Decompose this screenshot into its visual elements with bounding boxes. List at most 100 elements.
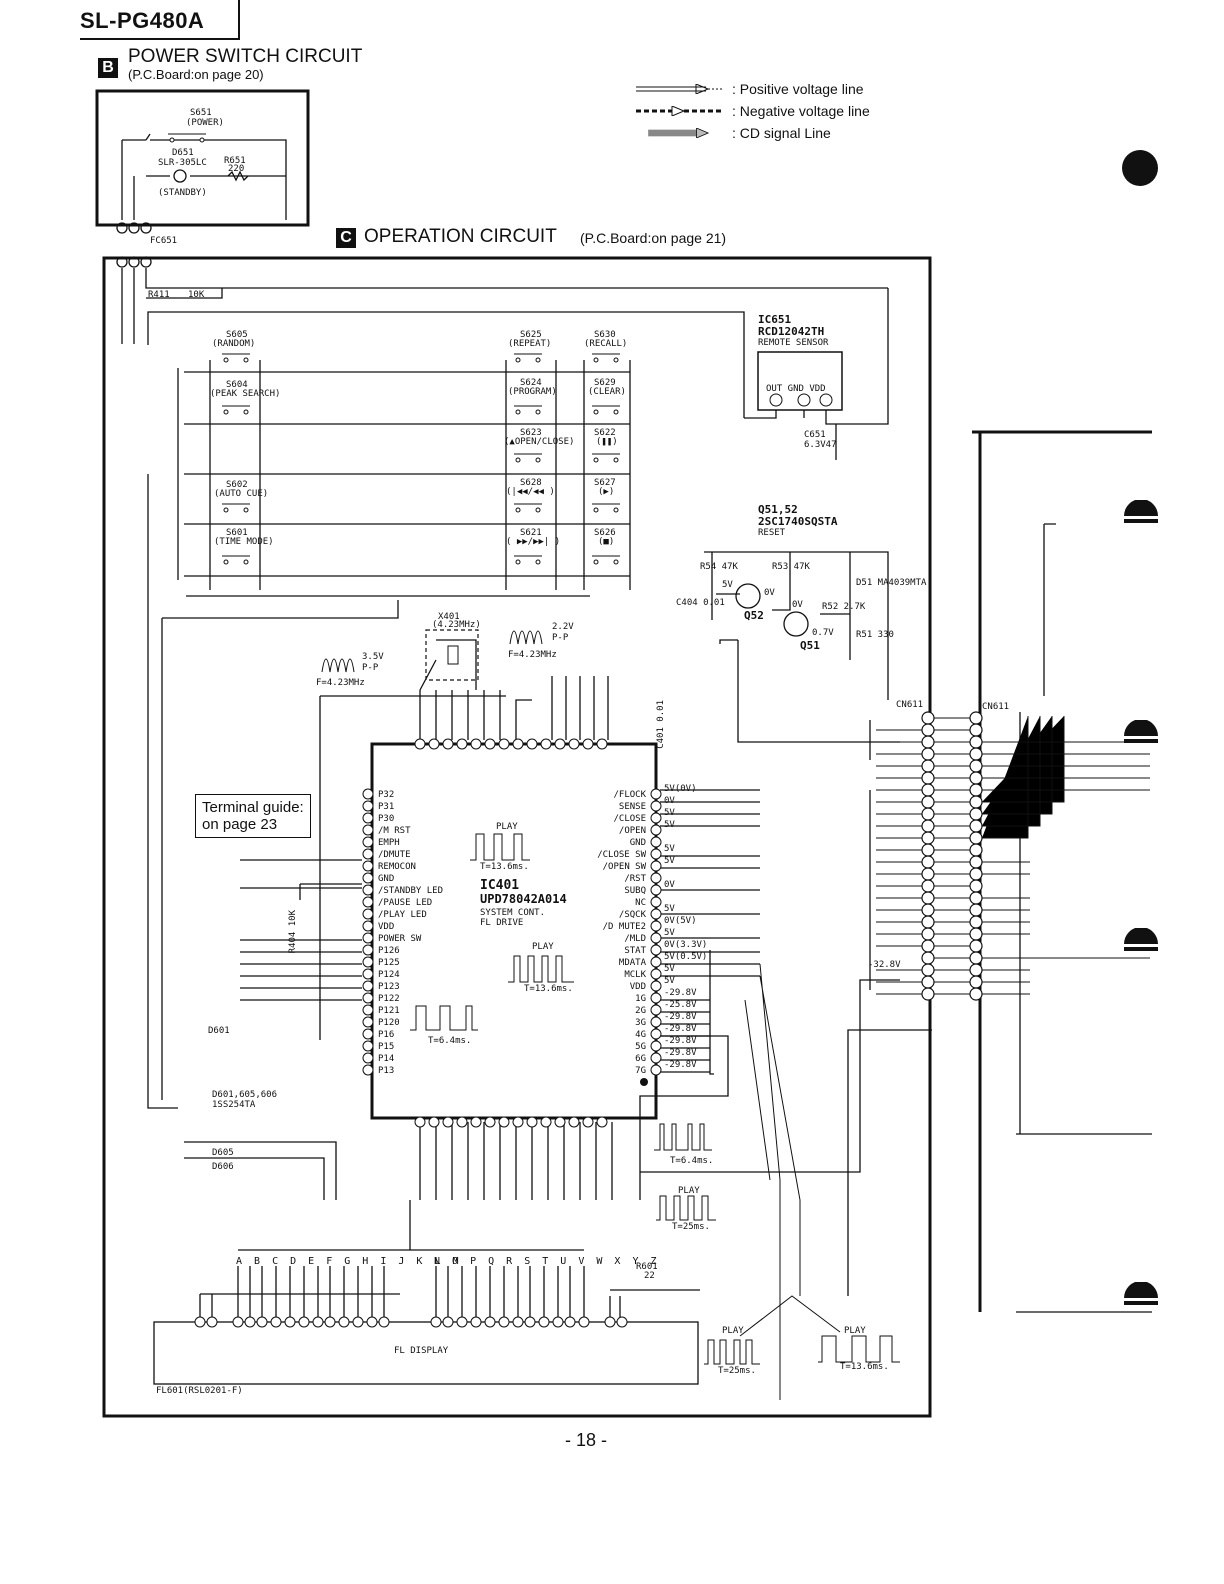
ic401-desc1: SYSTEM CONT. <box>480 908 546 918</box>
ic401-pin-voltage: 5V <box>664 856 675 866</box>
cd-line-sample <box>648 128 710 138</box>
legend-negative-label: : Negative voltage line <box>732 103 870 119</box>
voltage-label: 5V <box>722 580 733 590</box>
ic401-left-pin-label: P124 <box>378 970 400 980</box>
q51-label: Q51 <box>800 639 820 652</box>
ic401-right-pin-label: NC <box>635 898 646 908</box>
x401-wave-right: 2.2V P-P <box>552 622 574 643</box>
c651-value: 6.3V47 <box>804 440 837 450</box>
ic401-right-pin-label: /SQCK <box>618 910 646 920</box>
ic401-right-pin-label: /CLOSE <box>613 814 646 824</box>
fl-letters-right: N O P Q R S T U V W X Y Z <box>434 1256 660 1267</box>
play-label: PLAY <box>678 1186 700 1196</box>
ic401-pin-voltage: -25.8V <box>664 1000 697 1010</box>
ic401-pin-voltage: 5V(0V) <box>664 784 697 794</box>
ic401-right-pin-label: MCLK <box>624 970 646 980</box>
r411-value: 10K <box>188 290 205 300</box>
x401-ref: X401 <box>438 612 460 622</box>
period-label: T=25ms. <box>718 1366 756 1376</box>
voltage-label: 0V <box>792 600 803 610</box>
ic401-pin-voltage: 5V <box>664 904 675 914</box>
r651-ref: R651 <box>224 156 246 166</box>
ic401-left-pin-label: POWER SW <box>378 934 422 944</box>
x401-freq-right: F=4.23MHz <box>508 650 557 660</box>
q51-ref: Q51,52 <box>758 503 798 516</box>
play-label: PLAY <box>722 1326 744 1336</box>
switch-ref: S605 <box>226 330 248 340</box>
ic401-right-pin-label: /OPEN <box>618 826 646 836</box>
ic401-pin-voltage: 0V <box>664 880 675 890</box>
switch-name: (RECALL) <box>584 339 628 349</box>
ic401-left-pin-label: /DMUTE <box>378 850 411 860</box>
switch-name: ( ▶▶/▶▶| ) <box>506 537 561 547</box>
period-label: T=25ms. <box>672 1222 710 1232</box>
ic401-right-pin-label: 3G <box>635 1018 646 1028</box>
ic401-right-pin-label: 5G <box>635 1042 646 1052</box>
switch-ref: S623 <box>520 428 542 438</box>
terminal-guide-line2: on page 23 <box>202 816 278 833</box>
ic401-left-pin-label: P32 <box>378 790 395 800</box>
switch-ref: S621 <box>520 528 542 538</box>
fl601-part: FL601(RSL0201-F) <box>156 1386 243 1396</box>
terminal-guide-line1: Terminal guide: <box>202 799 304 816</box>
ic401-left-pin-label: P123 <box>378 982 400 992</box>
switch-name: (AUTO CUE) <box>214 489 269 499</box>
r651-value: 220 <box>228 164 245 174</box>
ic401-left-pin-label: P121 <box>378 1006 400 1016</box>
fc651-label: FC651 <box>150 236 178 246</box>
ic401-right-pin-label: /RST <box>624 874 646 884</box>
legend: : Positive voltage line : Negative volta… <box>636 78 870 144</box>
ic401-left-pin-label: P126 <box>378 946 400 956</box>
section-c-badge: C <box>336 228 356 248</box>
r601-value: 22 <box>644 1271 655 1281</box>
header-rule <box>80 38 240 40</box>
play-label: PLAY <box>532 942 554 952</box>
registration-half-dot <box>1124 928 1158 951</box>
ic401-right-pin-label: MDATA <box>618 958 646 968</box>
legend-row: : CD signal Line <box>636 122 870 144</box>
d606-ref: D606 <box>212 1162 234 1172</box>
cn611-right-label: CN611 <box>982 702 1010 712</box>
ic401-right-pin-label: STAT <box>624 946 646 956</box>
legend-row: : Positive voltage line <box>636 78 870 100</box>
r54-label: R54 47K <box>700 562 738 572</box>
r53-label: R53 47K <box>772 562 810 572</box>
switch-ref: S629 <box>594 378 616 388</box>
ic401-left-pin-label: P31 <box>378 802 395 812</box>
ic401-left-pin-label: P13 <box>378 1066 395 1076</box>
d605-ref: D605 <box>212 1148 234 1158</box>
switch-name: (REPEAT) <box>508 339 552 349</box>
ic401-right-pin-label: SENSE <box>618 802 646 812</box>
legend-positive-label: : Positive voltage line <box>732 81 864 97</box>
ic401-right-pin-label: 1G <box>635 994 646 1004</box>
r404-label: R404 10K <box>288 910 298 954</box>
r52-label: R52 2.7K <box>822 602 866 612</box>
ic401-left-pin-label: REMOCON <box>378 862 416 872</box>
x401-freq-left: F=4.23MHz <box>316 678 365 688</box>
d51-label: D51 MA4039MTA <box>856 578 927 588</box>
ic401-right-pin-label: 6G <box>635 1054 646 1064</box>
ic401-pin-voltage: -29.8V <box>664 1024 697 1034</box>
switch-name: (|◀◀/◀◀ ) <box>506 487 555 497</box>
ic401-left-pin-label: EMPH <box>378 838 400 848</box>
page-number: - 18 - <box>565 1430 608 1450</box>
ic401-left-pin-label: P122 <box>378 994 400 1004</box>
ic401-pin-voltage: -29.8V <box>664 1048 697 1058</box>
period-label: T=6.4ms. <box>670 1156 714 1166</box>
ic401-left-pin-label: P30 <box>378 814 395 824</box>
header-tick <box>238 0 240 40</box>
ic401-pin-voltage <box>664 831 707 843</box>
switch-name: (▲OPEN/CLOSE) <box>504 437 575 447</box>
section-b-subtitle: (P.C.Board:on page 20) <box>128 67 264 82</box>
switch-ref: S628 <box>520 478 542 488</box>
registration-half-dot <box>1124 720 1158 743</box>
section-b-badge: B <box>98 58 118 78</box>
legend-cd-label: : CD signal Line <box>732 125 831 141</box>
voltage-label: 0.7V <box>812 628 834 638</box>
period-label: T=13.6ms. <box>840 1362 889 1372</box>
d601-ref: D601 <box>208 1026 230 1036</box>
ic401-pin-voltage: 5V(0.5V) <box>664 952 708 962</box>
ic401-pin-voltage: 5V <box>664 976 675 986</box>
ic401-pin-voltage: 5V <box>664 928 675 938</box>
